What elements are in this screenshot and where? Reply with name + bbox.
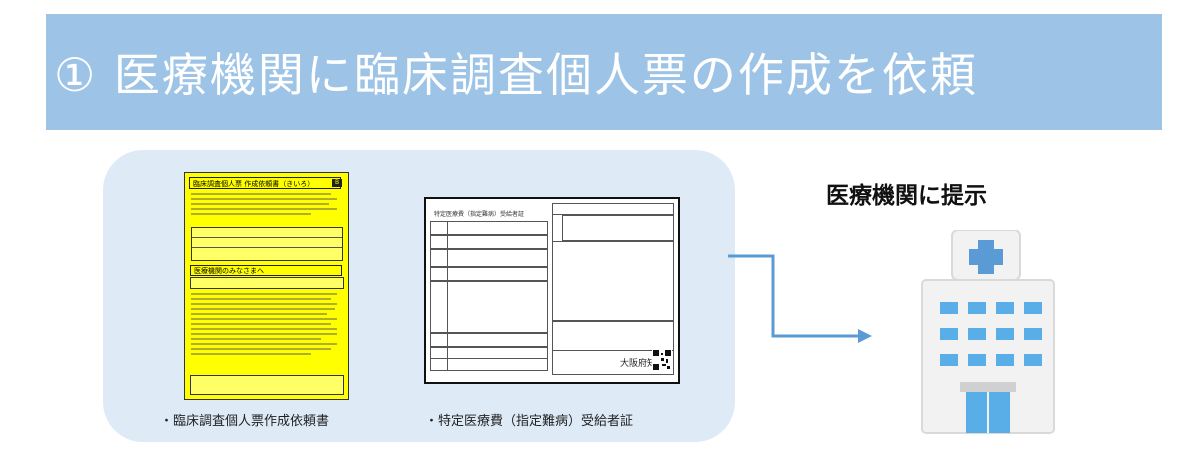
request-form-document: 臨床調査個人票 作成依頼書（きいろ） B 医療機関のみなさまへ <box>184 172 349 400</box>
certificate-document: 特定医療費（指定難病）受給者証 大阪府知 <box>424 197 680 384</box>
hospital-icon <box>921 230 1055 434</box>
request-form-medical-section: 医療機関のみなさまへ <box>190 265 342 276</box>
request-form-title: 臨床調査個人票 作成依頼書（きいろ） <box>189 177 341 189</box>
page-title: ① 医療機関に臨床調査個人票の作成を依頼 <box>54 48 978 102</box>
certificate-caption: ・特定医療費（指定難病）受給者証 <box>425 414 634 429</box>
request-form-subheader <box>190 277 344 289</box>
certificate-right-header <box>552 203 674 215</box>
certificate-label-column <box>430 221 448 371</box>
certificate-right-note <box>562 215 674 241</box>
qr-code-icon <box>652 349 672 371</box>
request-form-badge: B <box>332 179 342 187</box>
certificate-right-footer <box>552 321 674 351</box>
title-banner: ① 医療機関に臨床調査個人票の作成を依頼 <box>46 14 1162 130</box>
request-form-applicant-box <box>191 227 343 261</box>
certificate-issuer: 大阪府知 <box>620 359 657 369</box>
certificate-right-body <box>552 241 674 321</box>
request-form-contact-box <box>190 375 344 395</box>
request-form-body-text <box>191 293 341 358</box>
certificate-title: 特定医療費（指定難病）受給者証 <box>434 211 525 218</box>
request-form-text-block <box>191 193 341 218</box>
present-to-hospital-label: 医療機関に提示 <box>826 183 987 209</box>
request-form-caption: ・臨床調査個人票作成依頼書 <box>160 414 330 429</box>
arrow-icon <box>728 254 872 343</box>
